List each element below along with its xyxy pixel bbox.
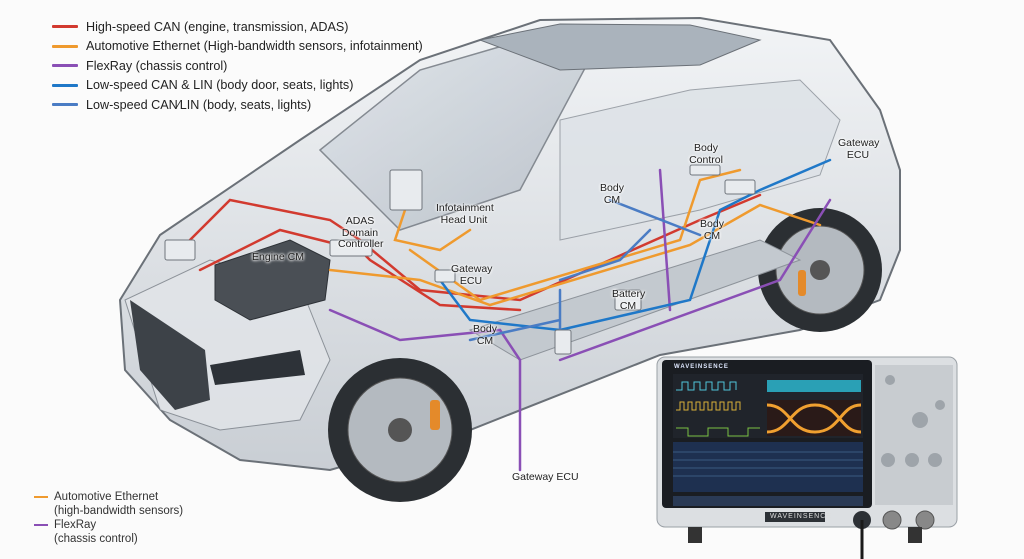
legend-swatch: [52, 44, 78, 48]
legend-sublabel: (chassis control): [54, 533, 138, 545]
bottom-legend-ethernet: Automotive Ethernet (high-bandwidth senso…: [34, 490, 183, 518]
label-body-cm: Body CM: [600, 182, 624, 206]
front-wheel: [328, 358, 472, 502]
legend-swatch: [52, 83, 78, 87]
legend-item-ethernet: Automotive Ethernet (High-bandwidth sens…: [52, 37, 423, 57]
gateway-module: [434, 269, 456, 283]
label-body-control: Body Control: [689, 142, 723, 166]
ethernet-wire: [328, 203, 822, 307]
label-adas-domain-controller: ADAS Domain Controller: [338, 215, 384, 250]
legend-label: High-speed CAN (engine, transmission, AD…: [86, 19, 349, 34]
label-infotainment-head-unit: Infotainment Head Unit: [436, 202, 494, 226]
adas-module: [329, 239, 373, 257]
label-battery-cm: Battery CM: [612, 288, 646, 312]
legend-label: Automotive Ethernet: [54, 491, 159, 503]
high-speed-can-wire: [178, 193, 762, 302]
legend-label: FlexRay: [54, 519, 97, 531]
infotainment-display: [389, 169, 423, 211]
legend-label: FlexRay (chassis control): [86, 58, 228, 73]
label-gateway-ecu-bottom: Gateway ECU: [512, 471, 579, 483]
oscilloscope: [656, 356, 958, 559]
body-cm-module: [554, 329, 572, 355]
bottom-legend-flexray: FlexRay (chassis control): [34, 518, 183, 546]
label-gateway-ecu-rear: Gateway ECU: [838, 137, 880, 161]
ethernet-wire: [393, 168, 742, 302]
bottom-legend: Automotive Ethernet (high-bandwidth senso…: [34, 490, 183, 546]
flexray-wire: [328, 168, 832, 472]
low-speed-can-wire: [468, 198, 702, 342]
ecu-modules: [164, 164, 756, 355]
rear-wheel: [758, 208, 882, 332]
legend-sublabel: (high-bandwidth sensors): [54, 505, 184, 517]
legend-swatch: [52, 103, 78, 107]
battery-cm-module: [614, 289, 642, 311]
label-engine-cm: Engine CM: [252, 251, 304, 263]
engine-block: [214, 239, 331, 321]
label-body-cm: Body CM: [473, 323, 497, 347]
legend-item-low-speed-can-lin: Low-speed CAN & LIN (body door, seats, l…: [52, 76, 423, 96]
network-legend: High-speed CAN (engine, transmission, AD…: [52, 17, 423, 115]
legend-swatch: [34, 524, 48, 526]
legend-item-low-speed-can-lin-body: Low-speed CAN⁄LIN (body, seats, lights): [52, 95, 423, 115]
oscilloscope-logo: WAVEINSENCE: [674, 364, 729, 370]
rear-gateway-module: [724, 179, 756, 195]
legend-swatch: [52, 25, 78, 29]
legend-swatch: [52, 64, 78, 68]
legend-swatch: [34, 496, 48, 498]
legend-item-flexray: FlexRay (chassis control): [52, 56, 423, 76]
legend-label: Low-speed CAN & LIN (body door, seats, l…: [86, 78, 354, 93]
label-gateway-ecu: Gateway ECU: [451, 263, 493, 287]
engine-ecu-module: [164, 239, 196, 261]
label-body-cm: Body CM: [700, 218, 724, 242]
low-speed-can-wire: [438, 158, 832, 332]
legend-item-high-speed-can: High-speed CAN (engine, transmission, AD…: [52, 17, 423, 37]
legend-label: Low-speed CAN⁄LIN (body, seats, lights): [86, 97, 312, 112]
legend-label: Automotive Ethernet (High-bandwidth sens…: [86, 39, 423, 54]
body-control-module: [689, 164, 721, 176]
oscilloscope-nameplate: WAVEINSENCE: [770, 513, 832, 520]
